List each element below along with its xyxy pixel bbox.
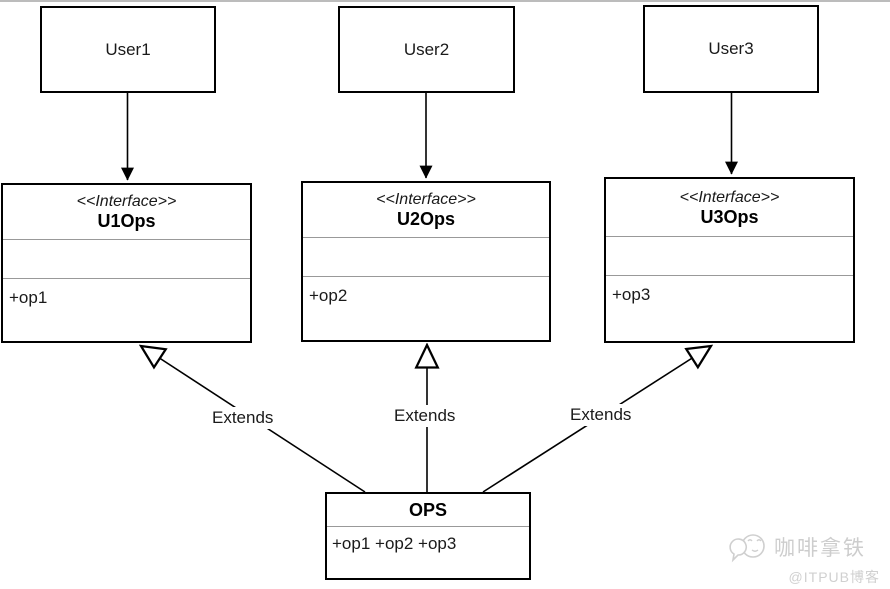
watermark-title: 咖啡拿铁 [774, 537, 866, 560]
interface-name: U2Ops [396, 209, 456, 229]
class-name-user2: User2 [403, 39, 450, 59]
interface-box-u2ops: <<Interface>> U2Ops +op2 [301, 181, 551, 342]
class-name-ops: OPS [327, 494, 529, 527]
interface-box-u1ops: <<Interface>> U1Ops +op1 [1, 183, 252, 343]
class-name-user3: User3 [708, 39, 754, 58]
extends-label-middle: Extends [391, 405, 459, 427]
page-top-border [0, 0, 890, 2]
interface-stereotype: <<Interface>> [679, 188, 780, 206]
interface-attributes-section [606, 236, 853, 276]
interface-attributes-section [303, 237, 549, 277]
class-name-user1: User1 [105, 39, 151, 59]
watermark-row: 咖啡拿铁 [726, 529, 888, 565]
class-box-user3: User3 [643, 5, 819, 93]
interface-operations: +op1 [9, 288, 48, 307]
class-box-user1: User1 [40, 6, 216, 93]
interface-stereotype: <<Interface>> [376, 191, 476, 208]
interface-stereotype: <<Interface>> [76, 193, 177, 210]
class-operations-ops: +op1 +op2 +op3 [332, 534, 457, 553]
interface-name: U3Ops [700, 206, 759, 227]
extends-label-right: Extends [567, 404, 635, 426]
watermark-subtitle: @ITPUB博客 [788, 569, 880, 585]
interface-header: <<Interface>> U2Ops [303, 183, 549, 237]
interface-operations: +op2 [309, 286, 348, 305]
class-box-ops: OPS +op1 +op2 +op3 [325, 492, 531, 580]
class-box-user2: User2 [338, 6, 515, 93]
extends-label-left: Extends [209, 407, 277, 429]
interface-attributes-section [3, 239, 250, 279]
interface-box-u3ops: <<Interface>> U3Ops +op3 [604, 177, 855, 343]
interface-header: <<Interface>> U1Ops [3, 185, 250, 239]
interface-header: <<Interface>> U3Ops [606, 179, 853, 236]
interface-operations: +op3 [612, 285, 651, 304]
interface-name: U1Ops [97, 211, 156, 231]
watermark: 咖啡拿铁 @ITPUB博客 [726, 529, 888, 587]
coffee-latte-logo-icon [729, 534, 765, 563]
